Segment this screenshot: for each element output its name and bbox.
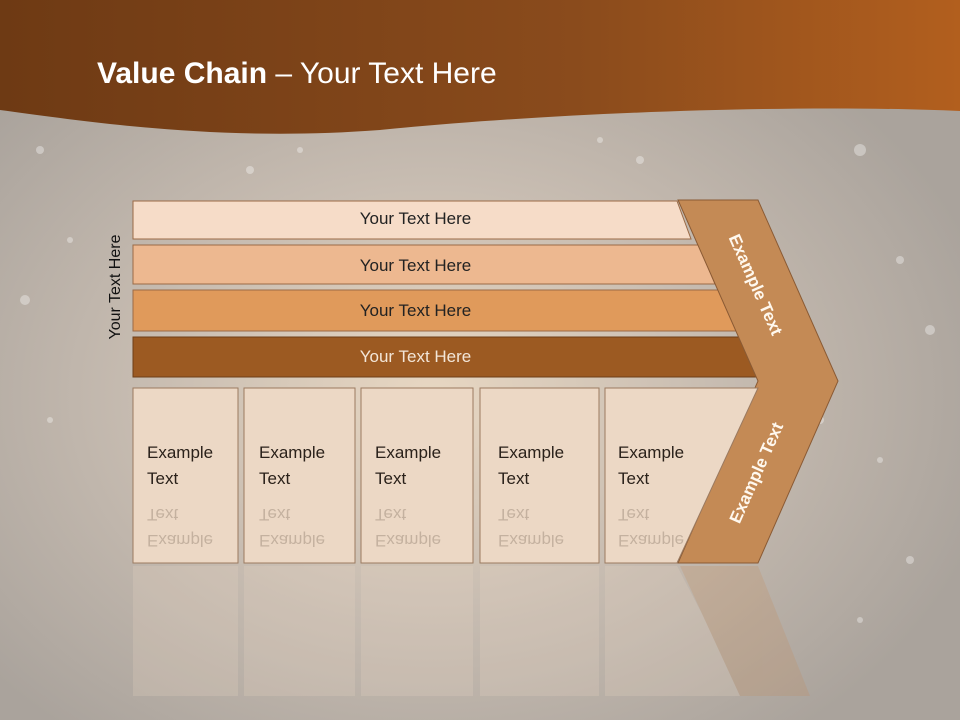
box-1 xyxy=(132,387,239,564)
title-bold: Value Chain xyxy=(97,57,268,90)
reflection xyxy=(133,566,810,696)
box-line-1: Example xyxy=(498,443,565,462)
row-label-1: Your Text Here xyxy=(359,209,472,228)
box-2 xyxy=(243,387,356,564)
box-3 xyxy=(360,387,474,564)
title-rest: – Your Text Here xyxy=(267,57,497,90)
box-line-1: Example xyxy=(618,443,685,462)
page-title: Value Chain – Your Text Here xyxy=(97,54,497,94)
box-line-1: Example xyxy=(375,443,442,462)
box-line-2: Text xyxy=(375,469,407,488)
row-label-3: Your Text Here xyxy=(359,301,472,320)
box-line-2: Text xyxy=(618,469,650,488)
box-line-1: Example xyxy=(259,443,326,462)
box-line-2: Text xyxy=(498,469,530,488)
row-label-4: Your Text Here xyxy=(359,347,472,366)
header-band xyxy=(0,0,960,134)
box-line-2: Text xyxy=(147,469,179,488)
row-label-2: Your Text Here xyxy=(359,256,472,275)
box-5 xyxy=(604,387,759,564)
row-bar-1 xyxy=(132,200,692,240)
box-4 xyxy=(479,387,600,564)
box-line-1: Example xyxy=(147,443,214,462)
box-line-2: Text xyxy=(259,469,291,488)
